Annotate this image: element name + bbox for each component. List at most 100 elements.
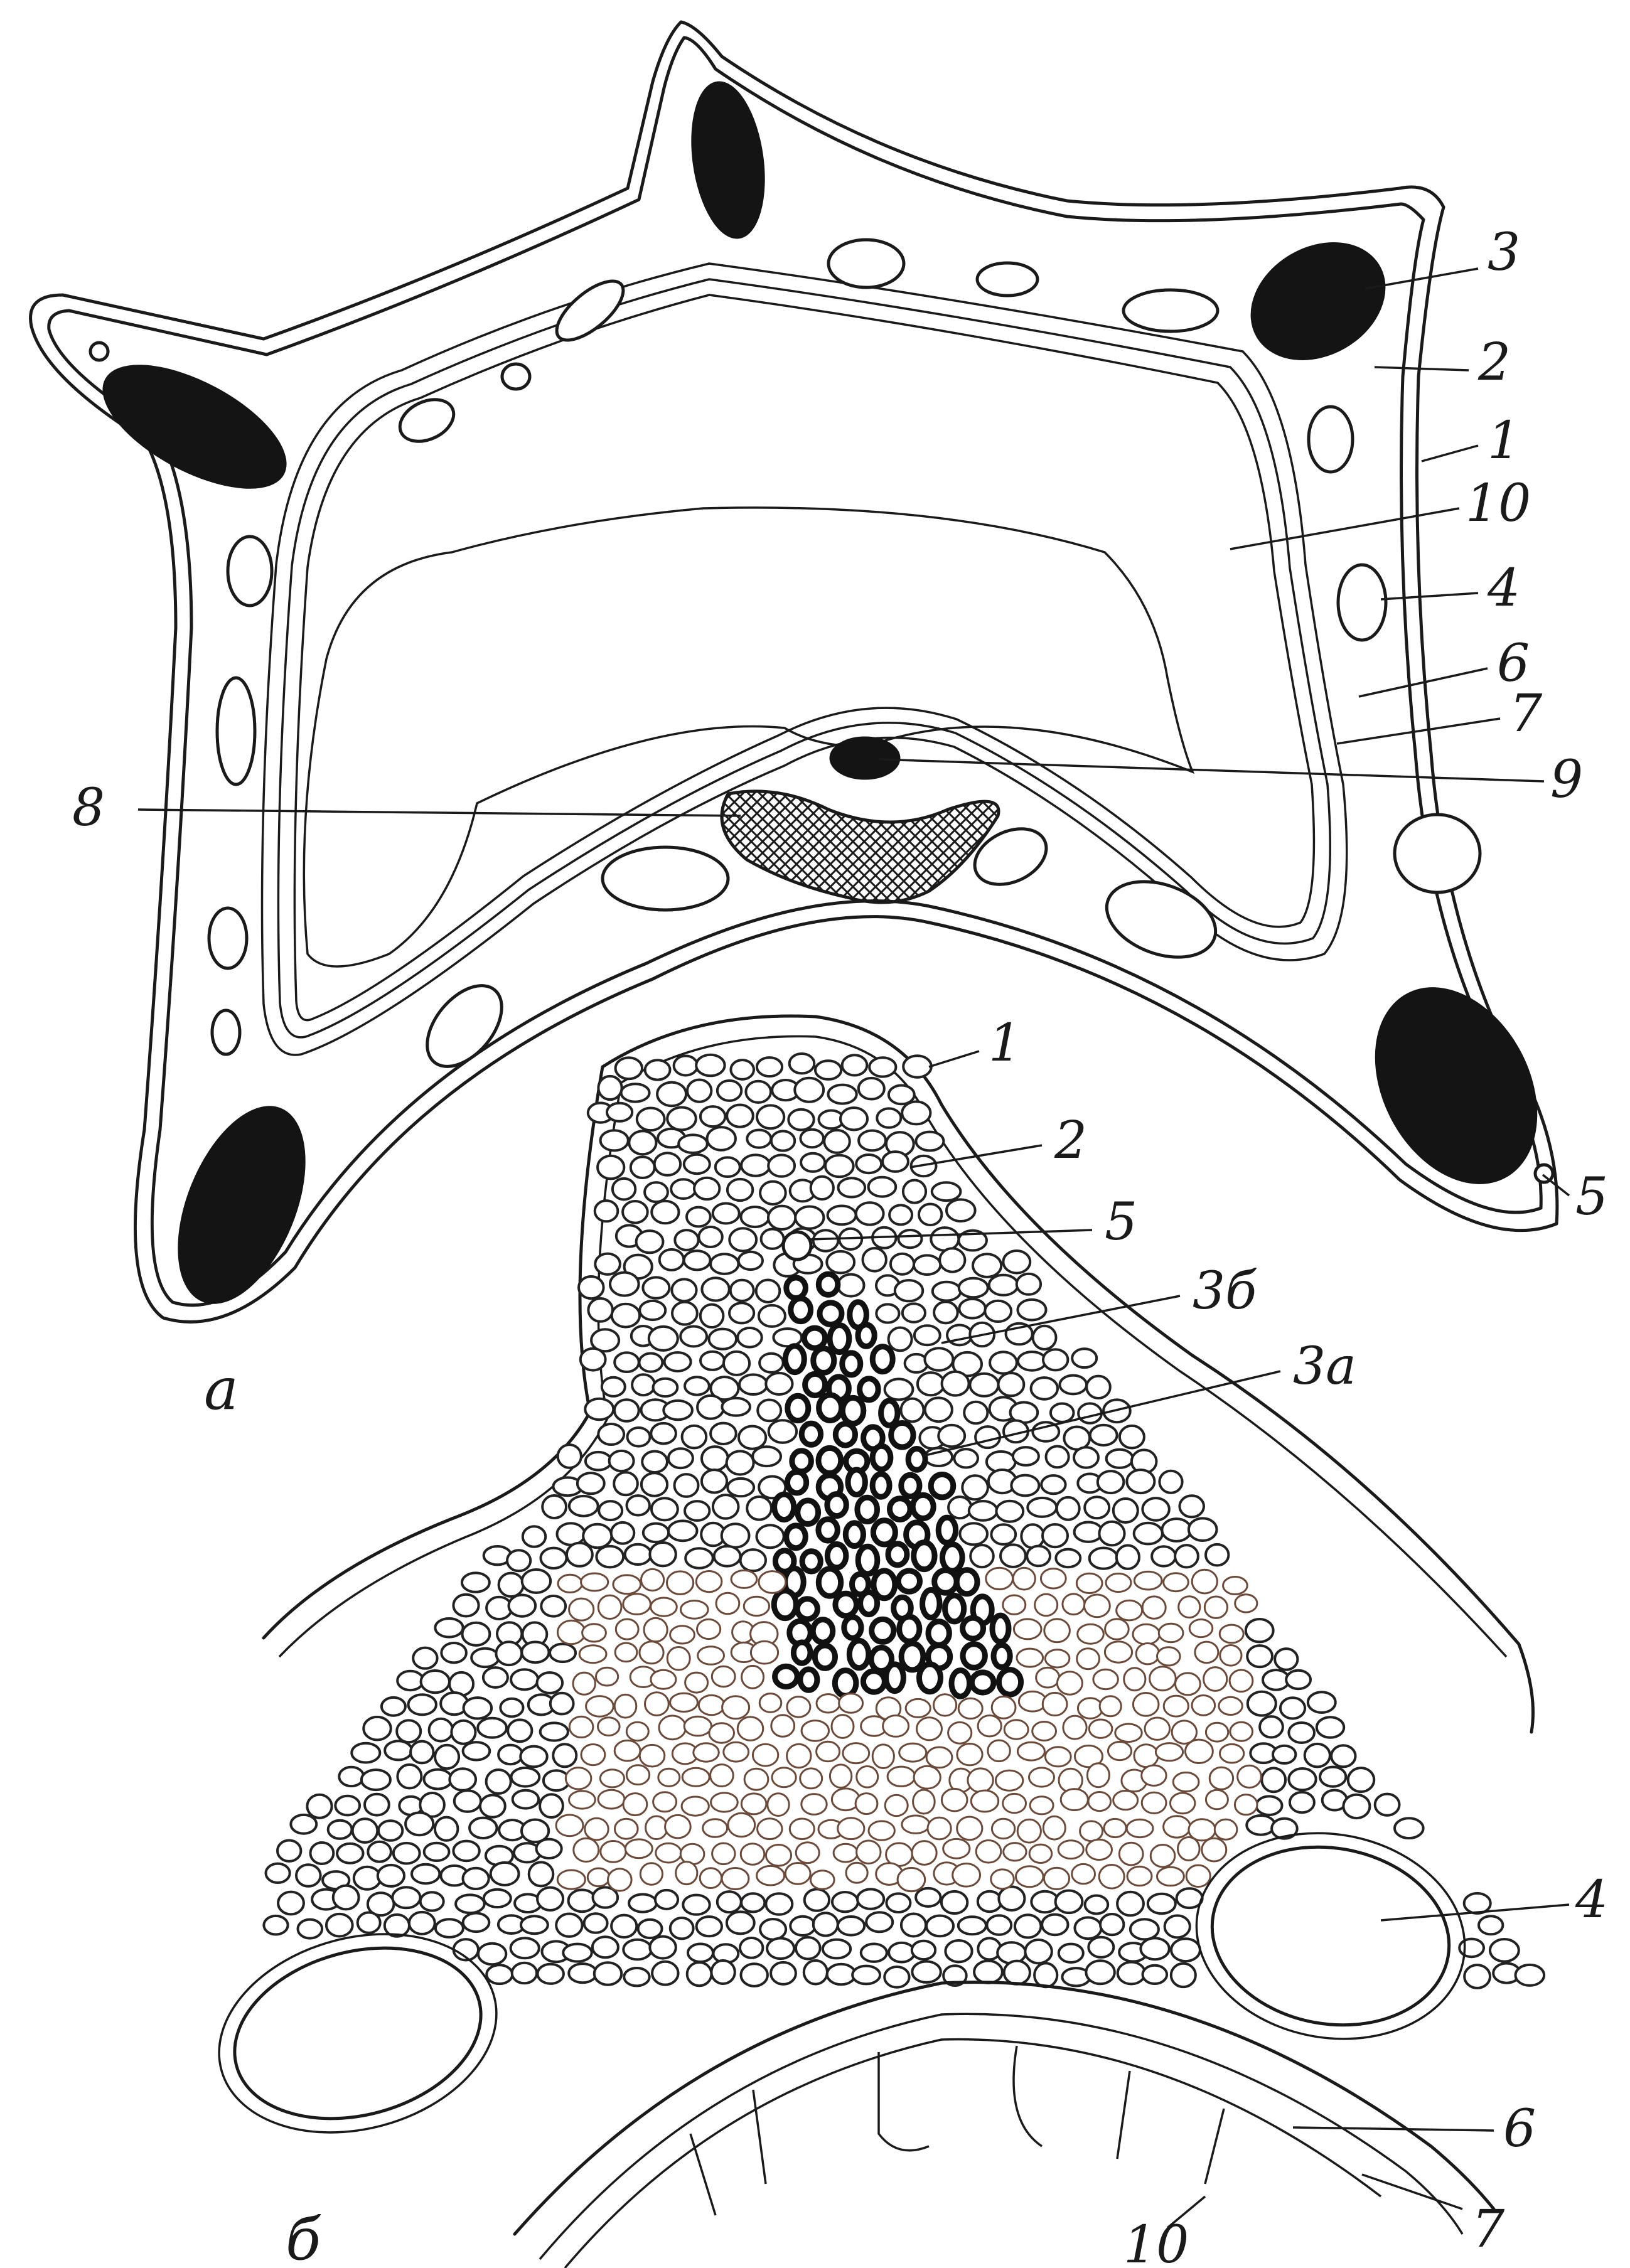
- parenchyma-cell: [609, 1451, 634, 1471]
- parenchyma-cell: [912, 1941, 935, 1959]
- parenchyma-cell: [665, 1352, 691, 1371]
- parenchyma-cell: [1085, 1497, 1109, 1518]
- parenchyma-cell: [558, 1445, 581, 1468]
- parenchyma-cell: [1072, 1349, 1096, 1367]
- parenchyma-cell: [925, 1398, 952, 1421]
- chlorenchyma-cell: [744, 1597, 769, 1615]
- chlorenchyma-cell: [1080, 1821, 1103, 1841]
- parenchyma-cell: [614, 1399, 639, 1421]
- parenchyma-cell: [298, 1920, 323, 1939]
- parenchyma-cell: [737, 1328, 761, 1347]
- parenchyma-cell: [353, 1819, 378, 1843]
- vallecular-cavity: [228, 537, 272, 606]
- parenchyma-cell: [760, 1919, 786, 1940]
- chlorenchyma-cell: [573, 1672, 595, 1694]
- parenchyma-cell: [409, 1912, 435, 1934]
- parenchyma-cell: [307, 1795, 331, 1818]
- chlorenchyma-cell: [914, 1766, 940, 1789]
- parenchyma-cell: [354, 1867, 380, 1890]
- parenchyma-cell: [409, 1694, 436, 1714]
- chlorenchyma-cell: [651, 1670, 676, 1689]
- parenchyma-cell: [700, 1352, 724, 1370]
- panel-b-leaders: [810, 1051, 1569, 2228]
- parenchyma-cell: [1018, 1300, 1046, 1320]
- parenchyma-cell: [610, 1273, 639, 1296]
- parenchyma-cell: [540, 1723, 568, 1740]
- parenchyma-cell: [740, 1938, 763, 1958]
- chlorenchyma-cell: [667, 1571, 694, 1595]
- sclerenchyma-cell: [898, 1571, 920, 1591]
- chlorenchyma-cell: [1113, 1791, 1138, 1810]
- sclerenchyma-cell: [802, 1551, 820, 1571]
- chlorenchyma-cell: [598, 1790, 625, 1809]
- parenchyma-cell: [599, 1501, 622, 1520]
- parenchyma-cell: [991, 1524, 1016, 1544]
- chlorenchyma-cell: [1178, 1837, 1200, 1861]
- parenchyma-cell: [675, 1474, 699, 1497]
- chlorenchyma-cell: [656, 1843, 681, 1863]
- chlorenchyma-cell: [1214, 1819, 1237, 1839]
- parenchyma-cell: [741, 1549, 766, 1571]
- chlorenchyma-cell: [787, 1744, 811, 1767]
- chlorenchyma-cell: [1235, 1595, 1257, 1612]
- chlorenchyma-cell: [703, 1819, 727, 1837]
- sclerenchyma-cell: [901, 1644, 923, 1670]
- parenchyma-cell: [435, 1817, 458, 1841]
- chlorenchyma-cell: [811, 1871, 835, 1890]
- parenchyma-cell: [523, 1526, 545, 1547]
- parenchyma-cell: [731, 1060, 754, 1079]
- chlorenchyma-cell: [976, 1841, 1001, 1863]
- chlorenchyma-cell: [1220, 1645, 1241, 1666]
- parenchyma-cell: [857, 1889, 884, 1908]
- chlorenchyma-cell: [737, 1717, 763, 1740]
- parenchyma-cell: [932, 1182, 961, 1201]
- parenchyma-cell: [480, 1795, 505, 1817]
- parenchyma-cell: [882, 1152, 908, 1172]
- chlorenchyma-cell: [1179, 1597, 1200, 1618]
- chlorenchyma-cell: [1150, 1667, 1176, 1691]
- parenchyma-cell: [713, 1204, 739, 1224]
- parenchyma-cell: [462, 1573, 490, 1591]
- sclerenchyma-cell: [935, 1570, 957, 1593]
- sclerenchyma-cell: [860, 1379, 879, 1400]
- parenchyma-cell: [598, 1156, 624, 1179]
- sclerenchyma-cell: [844, 1617, 861, 1638]
- parenchyma-cell: [970, 1374, 998, 1396]
- parenchyma-cell: [328, 1821, 352, 1839]
- chlorenchyma-cell: [790, 1819, 814, 1839]
- parenchyma-cell: [790, 1054, 815, 1073]
- parenchyma-cell: [627, 1495, 650, 1515]
- parenchyma-cell: [365, 1794, 389, 1816]
- parenchyma-cell: [385, 1741, 412, 1760]
- parenchyma-cell: [412, 1864, 439, 1883]
- parenchyma-cell: [1025, 1940, 1051, 1963]
- chlorenchyma-cell: [1078, 1624, 1104, 1644]
- parenchyma-cell: [513, 1790, 539, 1809]
- parenchyma-cell: [739, 1426, 766, 1449]
- parenchyma-cell: [291, 1815, 316, 1834]
- parenchyma-cell: [766, 1893, 792, 1915]
- sclerenchyma-cell: [792, 1451, 812, 1472]
- label-a-5: 5: [1575, 1167, 1608, 1227]
- parenchyma-cell: [1280, 1698, 1305, 1718]
- parenchyma-cell: [859, 1078, 884, 1099]
- sclerenchyma-cell: [815, 1645, 835, 1668]
- parenchyma-cell: [1140, 1938, 1169, 1959]
- chlorenchyma-cell: [1004, 1720, 1028, 1739]
- chlorenchyma-cell: [1157, 1867, 1184, 1886]
- parenchyma-cell: [1100, 1914, 1123, 1935]
- parenchyma-cell: [709, 1329, 737, 1349]
- sclerenchyma-cell: [827, 1544, 846, 1568]
- parenchyma-cell: [1034, 1963, 1057, 1987]
- parenchyma-cell: [714, 1546, 741, 1566]
- parenchyma-cell: [1171, 1964, 1196, 1987]
- chlorenchyma-cell: [742, 1666, 764, 1688]
- chlorenchyma-cell: [1003, 1595, 1026, 1614]
- parenchyma-cell: [675, 1230, 698, 1250]
- parenchyma-cell: [413, 1648, 437, 1669]
- sclerenchyma-cell: [788, 1396, 808, 1420]
- chlorenchyma-cell: [641, 1569, 664, 1590]
- parenchyma-cell: [1033, 1326, 1056, 1349]
- sclerenchyma-cell: [928, 1622, 949, 1645]
- vallecular-cavity: [209, 908, 247, 968]
